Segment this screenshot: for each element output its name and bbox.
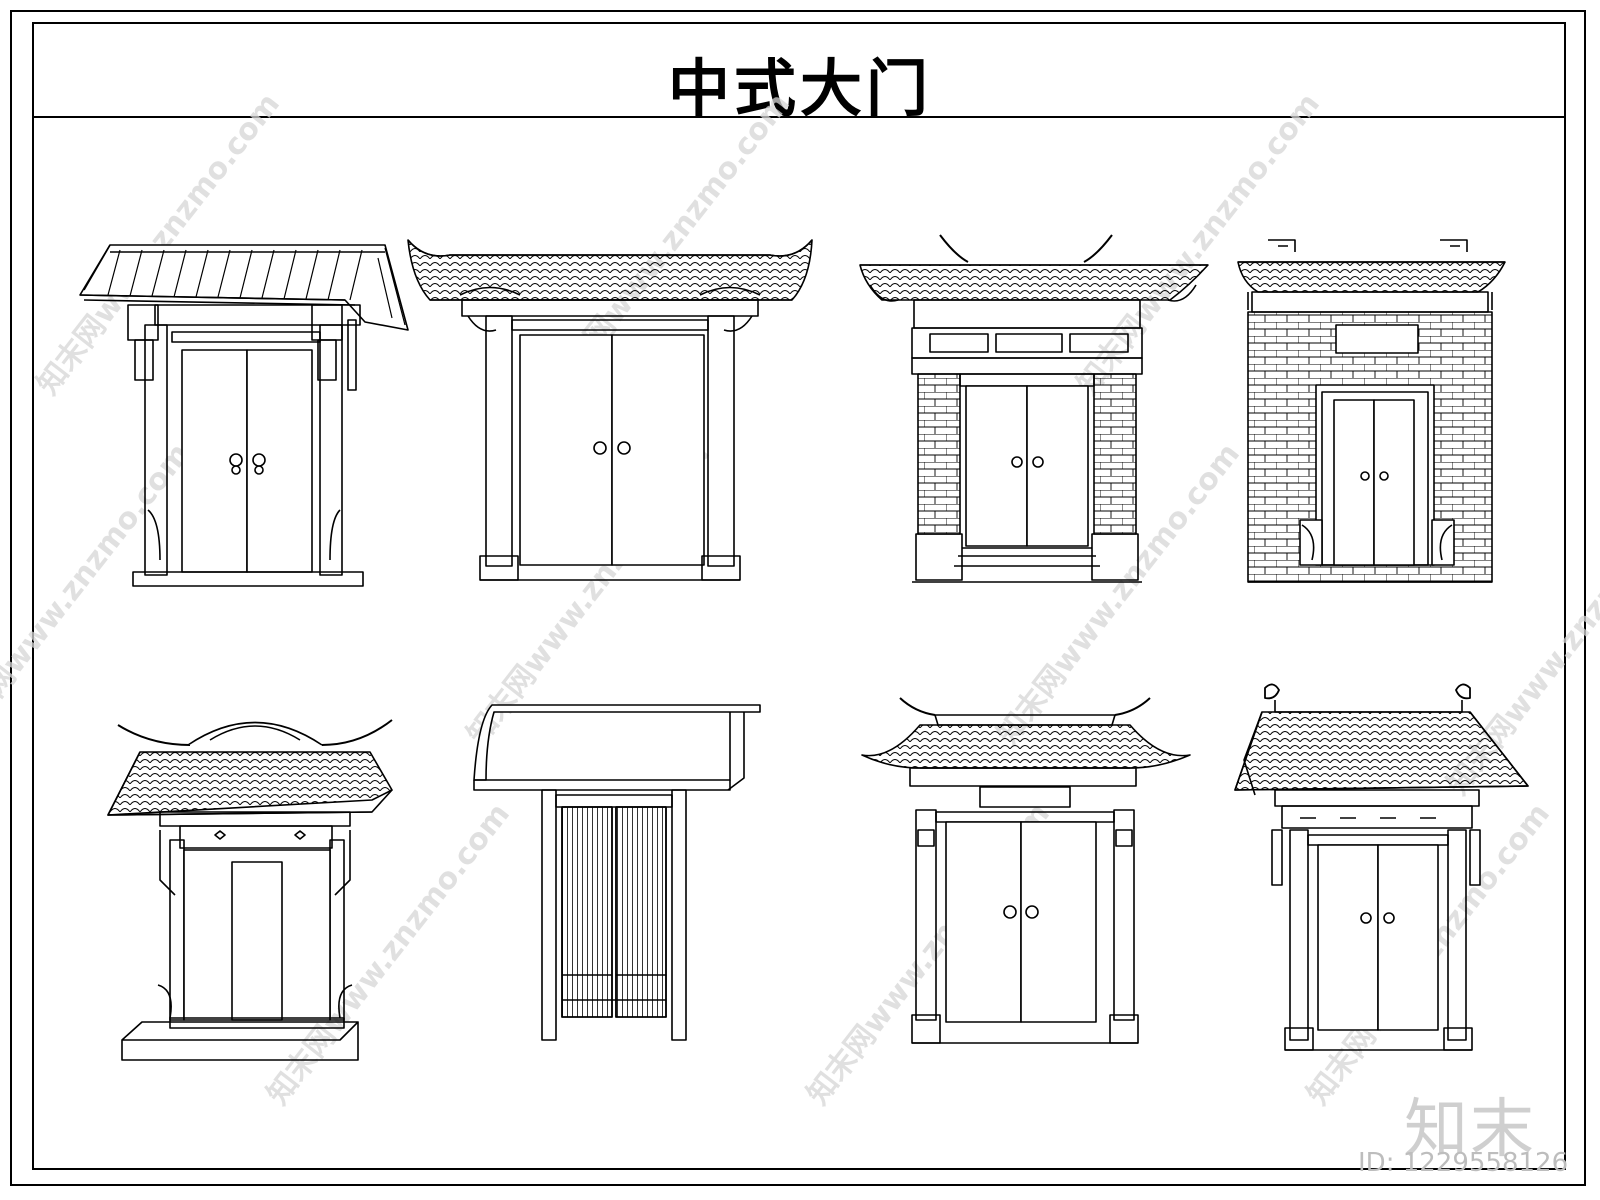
sheet-title: 中式大门 xyxy=(667,52,932,125)
inner-border xyxy=(32,22,1566,1170)
gate-dragon-ridge xyxy=(1234,683,1529,1051)
gate-brick-pier xyxy=(859,234,1209,583)
gate-brick-wall xyxy=(1237,239,1506,583)
gate-upturned-eave xyxy=(407,239,813,581)
gate-plank-roof xyxy=(79,244,409,587)
brand-watermark: 知末 xyxy=(1404,1093,1536,1167)
id-watermark: ID: 1229558126 xyxy=(1358,1148,1569,1178)
title-divider xyxy=(32,116,1566,118)
outer-border xyxy=(10,10,1586,1186)
gate-wood-lattice xyxy=(473,704,761,1041)
gate-columned-horned xyxy=(861,697,1191,1044)
gate-pavilion xyxy=(107,719,393,1061)
